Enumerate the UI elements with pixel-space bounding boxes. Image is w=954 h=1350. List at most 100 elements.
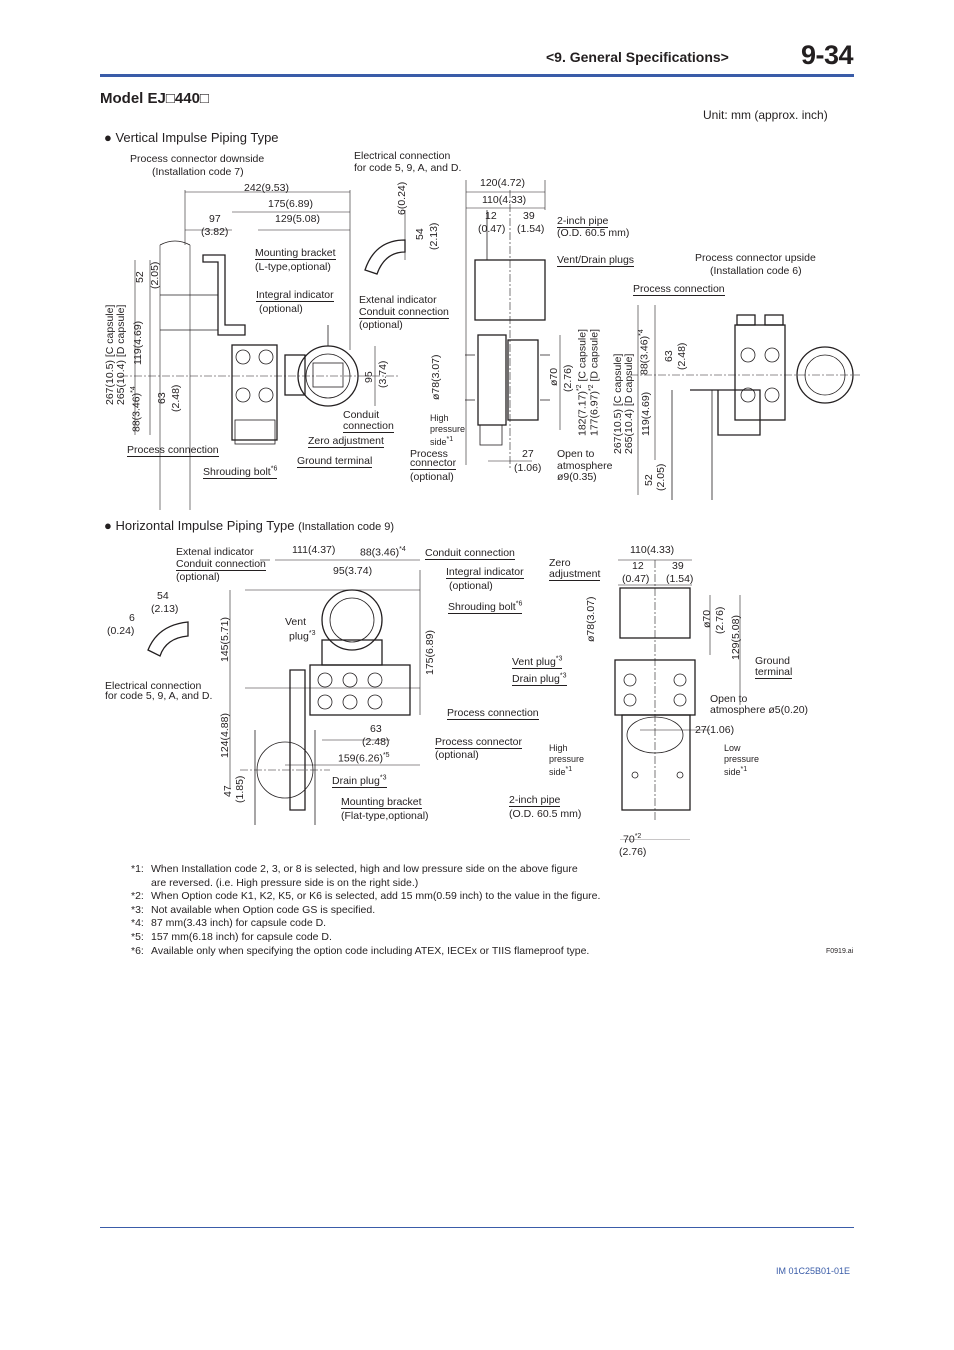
- v-ext3: (optional): [359, 319, 403, 331]
- h-high2: pressure: [549, 754, 585, 764]
- note-2: *2:When Option code K1, K2, K5, or K6 is…: [131, 890, 601, 903]
- note-5: *5:157 mm(6.18 inch) for capsule code D.: [131, 930, 332, 943]
- v-d39: 39: [523, 210, 535, 222]
- v-r52: 52: [643, 474, 655, 486]
- v-high2: pressure: [430, 424, 466, 434]
- v-d54: 54: [414, 228, 426, 240]
- h-shroud: Shrouding bolt*6: [448, 600, 523, 614]
- h-r129: 129(5.08): [730, 615, 742, 660]
- h-d024: (0.24): [107, 625, 135, 637]
- h-v145: 145(5.71): [219, 617, 231, 662]
- v-v248: (2.48): [170, 384, 182, 412]
- v-d106: (1.06): [514, 462, 542, 474]
- v-pconn2: connector: [410, 457, 457, 470]
- vertical-drawing: [120, 180, 860, 510]
- doc-id: IM 01C25B01-01E: [776, 1266, 851, 1276]
- v-integ1: Integral indicator: [256, 289, 334, 302]
- v-pconn1: Process: [410, 448, 448, 460]
- h-r12: 12: [632, 560, 644, 572]
- note-6: *6:Available only when specifying the op…: [131, 944, 590, 957]
- h-r27: 27(1.06): [695, 724, 735, 736]
- v-v119: 119(4.69): [132, 320, 144, 365]
- h-d88: 88(3.46)*4: [360, 546, 406, 559]
- h-r78: ø78(3.07): [585, 596, 597, 642]
- v-conduit2: connection: [343, 420, 394, 433]
- section-title: <9. General Specifications>: [546, 49, 729, 65]
- h-conduit: Conduit connection: [425, 547, 515, 560]
- v-downside-code: (Installation code 7): [152, 166, 244, 178]
- h-v47: 47: [222, 785, 234, 797]
- v-elec2: for code 5, 9, A, and D.: [354, 162, 462, 174]
- h-pipe2: (O.D. 60.5 mm): [509, 808, 582, 820]
- h-d95: 95(3.74): [333, 565, 373, 577]
- h-v185: (1.85): [234, 775, 246, 803]
- v-d6: 6(0.24): [396, 181, 408, 215]
- h-low3: side*1: [724, 766, 748, 777]
- v-d242: 242(9.53): [244, 182, 289, 194]
- horizontal-drawing: [147, 559, 741, 840]
- h-ground1: Ground: [755, 655, 791, 667]
- v-high1: High: [430, 413, 449, 423]
- v-open1: Open to: [557, 448, 595, 460]
- v-v374: (3.74): [377, 360, 389, 388]
- h-integ1: Integral indicator: [446, 566, 524, 579]
- v-open2: atmosphere: [557, 460, 613, 472]
- h-vent1: Vent: [285, 616, 307, 628]
- h-high1: High: [549, 743, 568, 753]
- v-upside: Process connector upside: [695, 252, 816, 264]
- h-r110: 110(4.33): [630, 544, 675, 556]
- h-r276: (2.76): [714, 606, 726, 634]
- v-pipe1: 2-inch pipe: [557, 215, 609, 228]
- h-v175: 175(6.89): [424, 630, 436, 675]
- note-3: *3:Not available when Option code GS is …: [131, 903, 376, 916]
- h-vent2: plug*3: [289, 630, 316, 643]
- h-low1: Low: [724, 743, 741, 753]
- h-low2: pressure: [724, 754, 760, 764]
- v-d129: 129(5.08): [275, 213, 320, 225]
- page-number: 9-34: [801, 40, 854, 70]
- h-pipe1: 2-inch pipe: [509, 794, 561, 807]
- footer-rule: [100, 1227, 854, 1228]
- h-d6: 6: [129, 612, 135, 624]
- v-d120: 120(4.72): [480, 177, 525, 189]
- v-v205: (2.05): [149, 261, 161, 289]
- h-d63: 63: [370, 723, 382, 735]
- v-v265: 265(10.4) [D capsule]: [115, 304, 127, 405]
- v-v78: ø78(3.07): [430, 354, 442, 400]
- v-d27: 27: [522, 448, 534, 460]
- note-1: *1:When Installation code 2, 3, or 8 is …: [131, 863, 578, 875]
- v-ground: Ground terminal: [297, 455, 373, 468]
- v-v88: 88(3.46)*4: [130, 386, 143, 432]
- v-mount1: Mounting bracket: [255, 247, 336, 260]
- h-r276b: (2.76): [619, 846, 647, 858]
- v-high3: side*1: [430, 436, 454, 447]
- v-r88: 88(3.46)*4: [638, 329, 651, 375]
- v-v276: (2.76): [562, 364, 574, 392]
- v-upside-code: (Installation code 6): [710, 265, 802, 277]
- h-proc-conn: Process connection: [447, 707, 539, 720]
- v-shroud: Shrouding bolt*6: [203, 465, 278, 479]
- v-downside: Process connector downside: [130, 153, 265, 165]
- h-drainp: Drain plug*3: [512, 672, 567, 686]
- v-v95: 95: [363, 371, 375, 383]
- v-d12: 12: [485, 210, 497, 222]
- h-d111: 111(4.37): [292, 544, 336, 556]
- h-r70: ø70: [701, 609, 713, 628]
- v-pconn3: (optional): [410, 471, 454, 483]
- v-r205: (2.05): [655, 463, 667, 491]
- h-pconn1: Process connector: [435, 736, 522, 749]
- v-v177: 177(6.97)*2 [D capsule]: [588, 328, 601, 436]
- h-v124: 124(4.88): [219, 713, 231, 758]
- h-elec1: Electrical connection: [105, 680, 202, 692]
- h-d159: 159(6.26)*5: [338, 752, 390, 765]
- v-ext2: Conduit connection: [359, 306, 449, 319]
- h-integ2: (optional): [449, 580, 493, 592]
- h-d54: 54: [157, 590, 169, 602]
- h-ext2: Conduit connection: [176, 558, 266, 571]
- unit-note: Unit: mm (approx. inch): [703, 108, 828, 122]
- v-pipe2: (O.D. 60.5 mm): [557, 227, 630, 239]
- h-r39: 39: [672, 560, 684, 572]
- h-open2: atmosphere ø5(0.20): [710, 704, 809, 716]
- h-drain: Drain plug*3: [332, 774, 387, 788]
- v-proc-conn-l: Process connection: [127, 444, 219, 457]
